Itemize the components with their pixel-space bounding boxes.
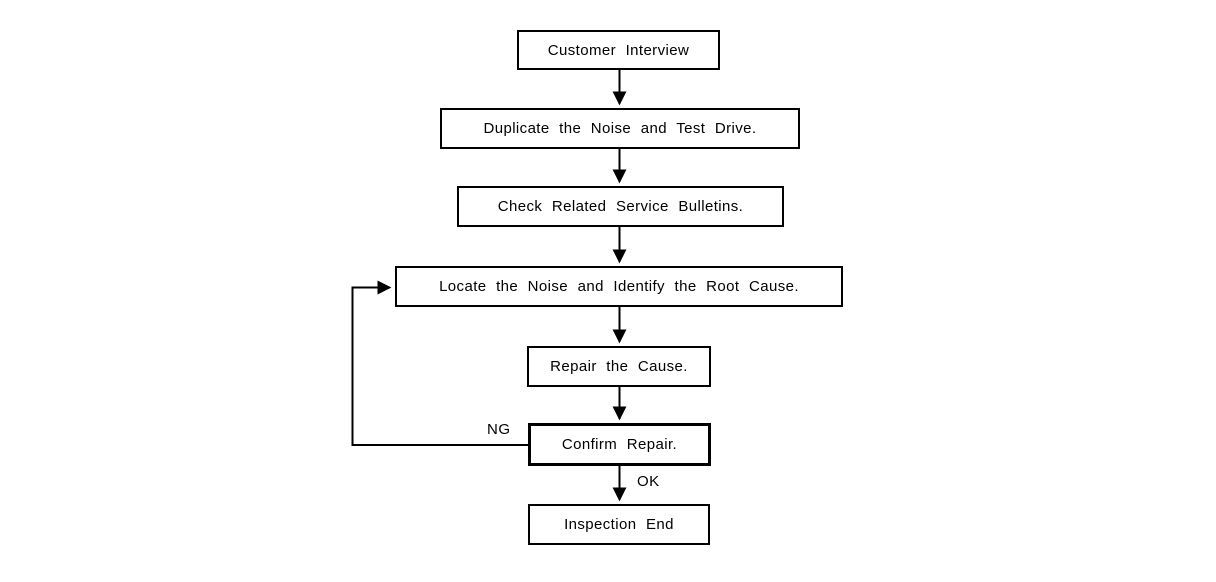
node-locate-noise-root-cause: Locate the Noise and Identify the Root C… <box>395 266 843 307</box>
arrow-ng-loopback <box>351 280 528 446</box>
node-customer-interview: Customer Interview <box>517 30 720 70</box>
node-label: Locate the Noise and Identify the Root C… <box>439 278 799 295</box>
node-inspection-end: Inspection End <box>528 504 710 545</box>
node-label: Repair the Cause. <box>550 358 688 375</box>
node-label: Check Related Service Bulletins. <box>497 198 744 215</box>
node-label: Customer Interview <box>547 41 690 59</box>
edge-label-ok: OK <box>637 473 660 490</box>
node-confirm-repair: Confirm Repair. <box>528 423 711 466</box>
node-duplicate-noise-test-drive: Duplicate the Noise and Test Drive. <box>440 108 800 149</box>
node-repair-cause: Repair the Cause. <box>527 346 711 387</box>
node-label: Confirm Repair. <box>561 436 678 453</box>
node-check-service-bulletins: Check Related Service Bulletins. <box>457 186 784 227</box>
edge-label-ng: NG <box>487 421 511 438</box>
node-label: Duplicate the Noise and Test Drive. <box>483 120 757 137</box>
node-label: Inspection End <box>564 516 674 533</box>
